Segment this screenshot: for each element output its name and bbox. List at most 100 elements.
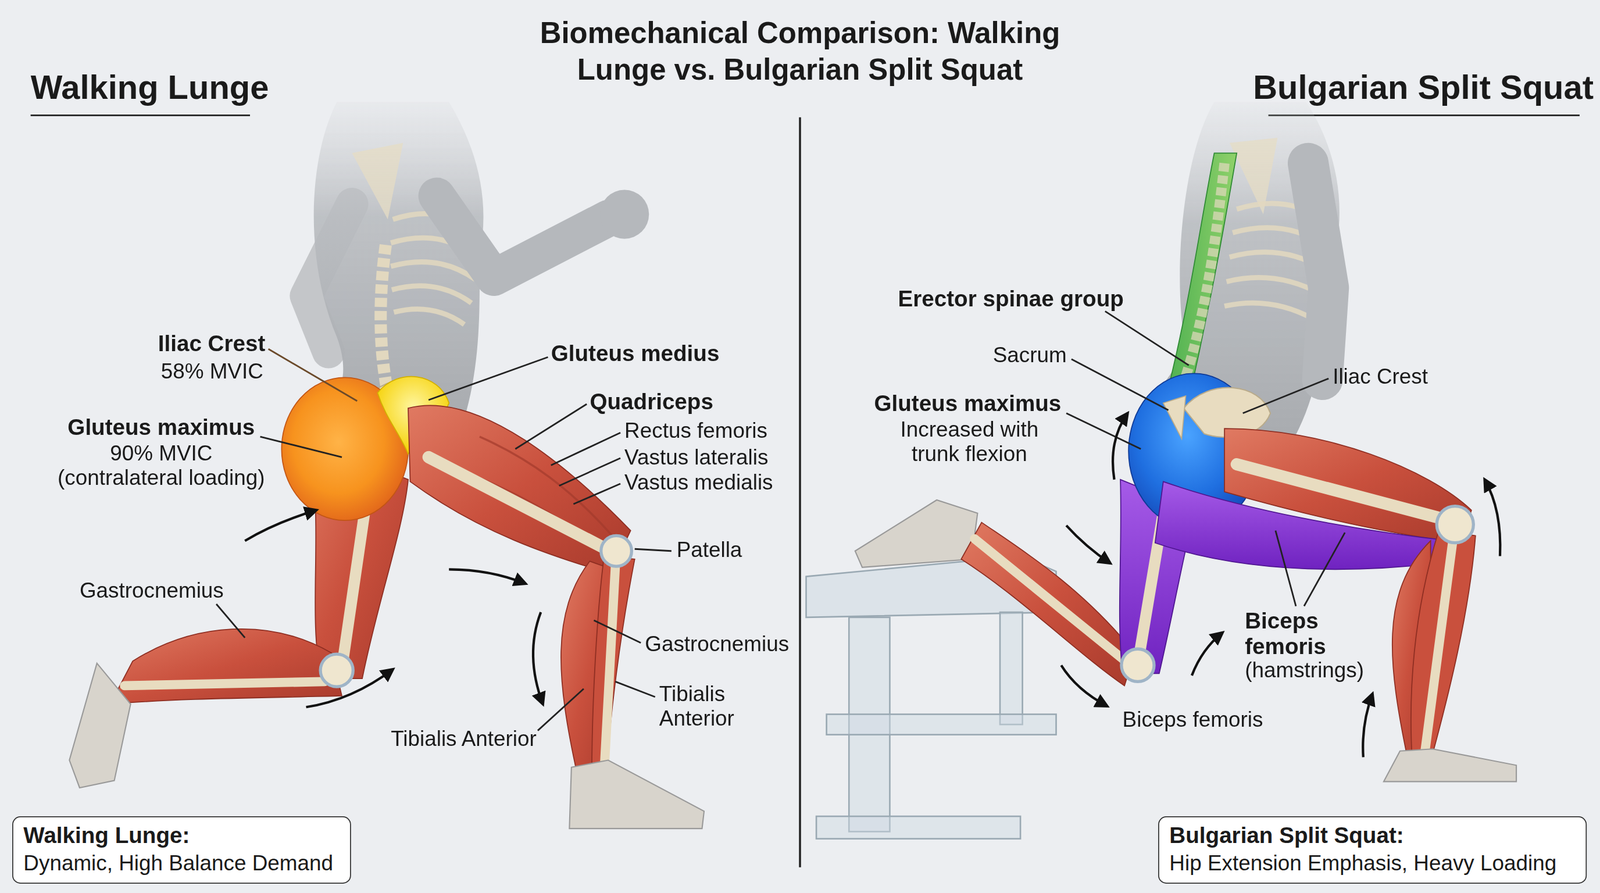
- femur-bone: [1236, 464, 1449, 521]
- muscle-label: Tibialis Anterior: [659, 681, 753, 730]
- motion-arrow: [1191, 632, 1223, 676]
- summary-box: Bulgarian Split Squat:Hip Extension Emph…: [1158, 816, 1587, 884]
- leader-line: [573, 483, 621, 505]
- leader-line: [537, 688, 584, 731]
- leader-line: [559, 458, 621, 486]
- motion-arrow: [1061, 665, 1107, 706]
- motion-arrow: [1484, 479, 1501, 557]
- scapula: [352, 143, 404, 220]
- tibialis-anterior-muscle: [1411, 530, 1476, 762]
- muscle-label: Gastrocnemius: [644, 631, 972, 656]
- summary-box: Walking Lunge:Dynamic, High Balance Dema…: [12, 816, 352, 884]
- gastrocnemius-muscle: [110, 629, 342, 705]
- tibia-bone: [974, 538, 1131, 666]
- bench-leg: [1000, 612, 1023, 725]
- biceps-femoris-muscle: [1155, 481, 1452, 570]
- leader-line: [551, 432, 621, 466]
- leader-lines: [216, 311, 1345, 731]
- bulgarian-split-squat-figure: [806, 102, 1517, 839]
- rib: [393, 309, 464, 325]
- box-heading: Bulgarian Split Squat:: [1169, 822, 1576, 850]
- arm: [1308, 163, 1329, 380]
- quadriceps-muscle: [408, 405, 631, 574]
- section-heading: Walking Lunge: [30, 69, 358, 107]
- leader-line: [1071, 359, 1169, 411]
- bench-bar: [826, 714, 1057, 735]
- muscle-label: Vastus lateralis: [624, 444, 952, 469]
- motion-arrow: [448, 569, 526, 584]
- sacrum-bone: [1163, 395, 1187, 439]
- front-arm: [436, 195, 609, 278]
- rib: [1224, 302, 1313, 319]
- gastrocnemius-muscle: [561, 561, 619, 776]
- back-foot: [69, 663, 131, 788]
- muscle-label: Biceps femoris: [1244, 609, 1342, 660]
- bone-label: Iliac Crest: [0, 331, 266, 357]
- bone-label: Iliac Crest: [1332, 364, 1600, 389]
- leader-line: [515, 404, 587, 449]
- leader-line: [1105, 311, 1189, 366]
- bone-label: Patella: [676, 537, 1004, 562]
- muscle-label: Biceps femoris: [1122, 706, 1450, 731]
- muscle-label: Gluteus maximus: [0, 415, 325, 441]
- motion-arrow: [1112, 413, 1128, 480]
- knee-joint: [1436, 506, 1474, 544]
- bone-label: Sacrum: [993, 343, 1320, 367]
- motion-arrow: [306, 669, 394, 707]
- knee-joint: [1121, 648, 1155, 682]
- activation-note: 90% MVIC (contralateral loading): [51, 440, 271, 489]
- box-body: Hip Extension Emphasis, Heavy Loading: [1169, 850, 1576, 877]
- motion-arrow: [244, 510, 317, 542]
- leader-line: [268, 348, 358, 402]
- diagram-title: Biomechanical Comparison: Walking Lunge …: [493, 14, 1106, 89]
- leader-line: [260, 436, 342, 457]
- spine: [380, 244, 391, 403]
- leader-line: [1066, 413, 1141, 449]
- muscle-label: Gluteus medius: [551, 341, 878, 367]
- motion-arrow: [1066, 525, 1110, 564]
- box-body: Dynamic, High Balance Demand: [23, 850, 340, 877]
- divider-line: [798, 117, 802, 868]
- back-foot: [855, 500, 978, 568]
- activation-note: Increased with trunk flexion: [893, 417, 1046, 466]
- knee-joint: [320, 654, 353, 687]
- muscle-label: Gluteus maximus: [734, 391, 1062, 417]
- front-foot: [1383, 748, 1517, 782]
- leader-line: [634, 548, 672, 552]
- bench-base: [816, 816, 1021, 839]
- fist: [600, 189, 649, 239]
- motion-arrow: [533, 612, 544, 705]
- leader-line: [593, 620, 641, 644]
- muscle-label: Tibialis Anterior: [390, 726, 718, 751]
- tibia-bone: [604, 567, 616, 774]
- leader-line: [216, 604, 245, 638]
- muscle-label: Gastrocnemius: [79, 578, 407, 603]
- activation-value: 58% MVIC: [0, 359, 264, 384]
- femur-bone: [428, 456, 606, 549]
- muscle-note: (hamstrings): [1244, 658, 1572, 682]
- section-heading: Bulgarian Split Squat: [1252, 69, 1580, 107]
- leader-line: [1275, 530, 1296, 607]
- rib: [391, 286, 472, 304]
- muscle-group-label: Erector spinae group: [897, 286, 1225, 312]
- motion-arrows: [244, 413, 1500, 757]
- gastrocnemius-muscle: [961, 522, 1135, 687]
- leader-line: [1243, 378, 1329, 414]
- heading-underline: [30, 114, 250, 117]
- muscle-group-label: Quadriceps: [589, 389, 917, 415]
- box-heading: Walking Lunge:: [23, 822, 340, 850]
- motion-arrow: [1362, 693, 1373, 757]
- tibia-bone: [124, 681, 325, 686]
- spine: [1175, 163, 1225, 407]
- rib: [1226, 277, 1321, 294]
- leader-line: [615, 681, 655, 697]
- tibialis-anterior-muscle: [591, 556, 635, 776]
- leader-line: [1304, 532, 1345, 606]
- leader-line: [428, 356, 548, 400]
- heading-underline: [1268, 114, 1580, 117]
- patella: [601, 535, 632, 567]
- tibia-bone: [1424, 538, 1453, 756]
- muscle-label: Vastus medialis: [624, 470, 952, 495]
